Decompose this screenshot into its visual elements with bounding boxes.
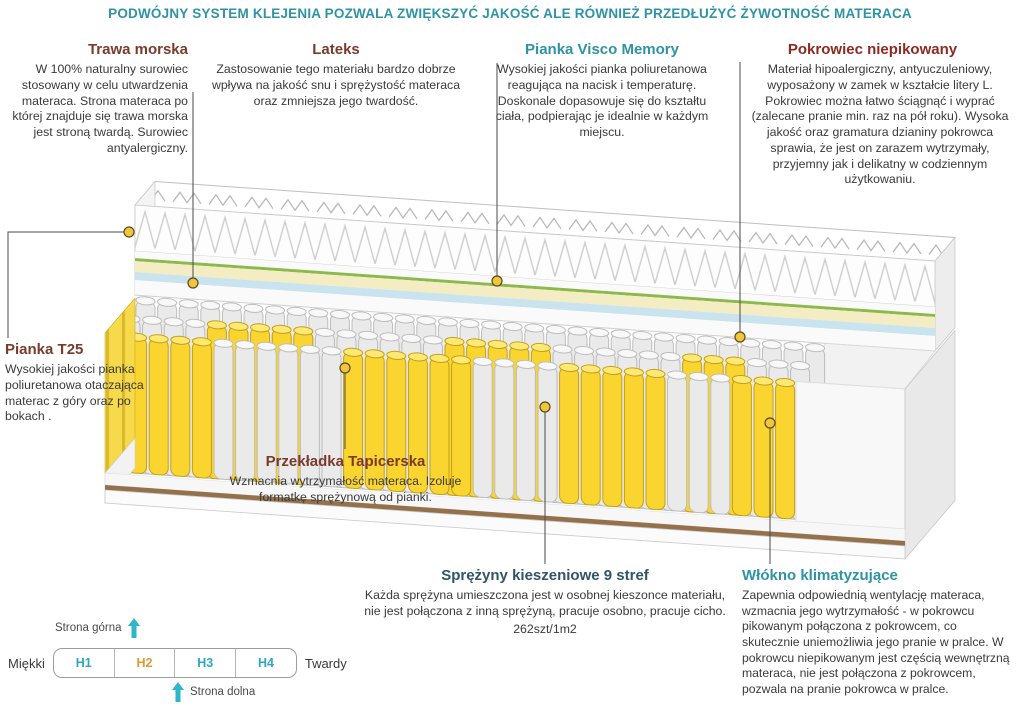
- callout-title-pianka-t25: Pianka T25: [5, 341, 84, 358]
- callout-spec-sprezyny: 262szt/1m2: [513, 621, 577, 636]
- callout-title-wlokno: Włókno klimatyzujące: [742, 567, 898, 584]
- callout-trawa-morska: Trawa morska W 100% naturalny surowiec s…: [8, 40, 188, 157]
- callout-pianka-visco: Pianka Visco Memory Wysokiej jakości pia…: [488, 40, 716, 141]
- callout-dot-pianka-t25: [123, 226, 135, 238]
- callout-dot-lateks: [187, 277, 199, 289]
- bottom-white-layer: [104, 472, 906, 542]
- hardness-level-h4: H4: [257, 656, 274, 670]
- layer-seagrass: [135, 258, 935, 318]
- callout-body-pianka-visco: Wysokiej jakości pianka poliuretanowa re…: [495, 62, 709, 140]
- hardness-level-h1: H1: [75, 656, 92, 670]
- callout-title-trawa-morska: Trawa morska: [87, 41, 188, 58]
- hardness-soft-label: Miękki: [8, 655, 45, 671]
- hardness-cell-h3: H3: [175, 649, 237, 677]
- hardness-scale-bar: H1 H2 H3 H4: [52, 648, 297, 678]
- callout-lateks: Lateks Zastosowanie tego materiału bardz…: [205, 40, 467, 109]
- callout-pokrowiec: Pokrowiec niepikowany Materiał hipoalerg…: [730, 40, 1015, 188]
- layer-white-1: [135, 251, 935, 315]
- bottom-brown-layer: [105, 485, 905, 546]
- cover-bottom-edge: [135, 294, 935, 352]
- callout-body-przekladka: Wzmacnia wytrzymałość materaca. Izoluje …: [229, 474, 462, 504]
- callout-przekladka: Przekładka Tapicerska Wzmacnia wytrzymał…: [218, 452, 473, 506]
- callout-body-pianka-t25: Wysokiej jakości pianka poliuretanowa ot…: [5, 362, 144, 424]
- callout-title-lateks: Lateks: [312, 41, 360, 58]
- top-side-indicator: Strona górna: [55, 618, 140, 638]
- bottom-side-label: Strona dolna: [190, 686, 256, 698]
- callout-body-sprezyny: Każda sprężyna umieszczona jest w osobne…: [364, 588, 726, 618]
- callout-body-pokrowiec: Materiał hipoalergiczny, antyuczuleniowy…: [751, 62, 1009, 187]
- callout-sprezyny: Sprężyny kieszeniowe 9 stref Każda spręż…: [360, 566, 730, 637]
- callout-body-lateks: Zastosowanie tego materiału bardzo dobrz…: [211, 62, 461, 108]
- layer-insulator: [135, 280, 935, 352]
- callout-dot-przekladka: [339, 362, 351, 374]
- hardness-cell-h4: H4: [236, 649, 296, 677]
- hardness-cell-h1: H1: [54, 649, 115, 677]
- end-cap-front: [795, 380, 906, 530]
- callout-body-wlokno: Zapewnia odpowiednią wentylację materaca…: [742, 588, 1010, 696]
- callout-line-pianka-t25: [7, 231, 124, 338]
- callout-wlokno: Włókno klimatyzujące Zapewnia odpowiedni…: [742, 566, 1014, 697]
- bottom-layers: [104, 472, 906, 560]
- callout-dot-wlokno: [764, 417, 776, 429]
- callout-title-sprezyny: Sprężyny kieszeniowe 9 stref: [441, 567, 649, 584]
- callout-title-pianka-visco: Pianka Visco Memory: [525, 41, 679, 58]
- hardness-cell-h2: H2: [115, 649, 176, 677]
- top-side-label: Strona górna: [55, 622, 122, 634]
- hardness-hard-label: Twardy: [304, 655, 347, 671]
- layer-climate-fiber: [135, 272, 935, 337]
- callout-lines: [7, 62, 771, 564]
- callout-dot-pianka-visco: [491, 275, 503, 287]
- callout-pianka-t25: Pianka T25 Wysokiej jakości pianka poliu…: [5, 340, 165, 425]
- foam-top-texture: [135, 181, 955, 262]
- up-arrow-icon: [172, 682, 184, 702]
- callout-body-trawa-morska: W 100% naturalny surowiec stosowany w ce…: [12, 62, 188, 155]
- hardness-level-h3: H3: [197, 656, 214, 670]
- bottom-foam-layer: [104, 489, 906, 560]
- cover-stack: [133, 180, 957, 353]
- up-arrow-icon: [127, 618, 140, 638]
- banner-text: PODWÓJNY SYSTEM KLEJENIA POZWALA ZWIĘKSZ…: [108, 6, 912, 21]
- foam-front-texture: [135, 205, 935, 308]
- mattress-right-face: [904, 329, 956, 561]
- callout-title-pokrowiec: Pokrowiec niepikowany: [787, 41, 958, 58]
- callout-dots: [123, 226, 776, 429]
- callout-dot-pokrowiec: [734, 331, 746, 343]
- callout-title-przekladka: Przekładka Tapicerska: [265, 453, 426, 470]
- bottom-side-indicator: Strona dolna: [172, 682, 255, 702]
- hardness-level-h2: H2: [136, 656, 153, 670]
- callout-dot-sprezyny: [539, 401, 551, 413]
- mattress-3d: [104, 180, 957, 561]
- hardness-scale: Miękki H1 H2 H3 H4 Twardy: [8, 648, 347, 678]
- layer-latex: [135, 261, 935, 329]
